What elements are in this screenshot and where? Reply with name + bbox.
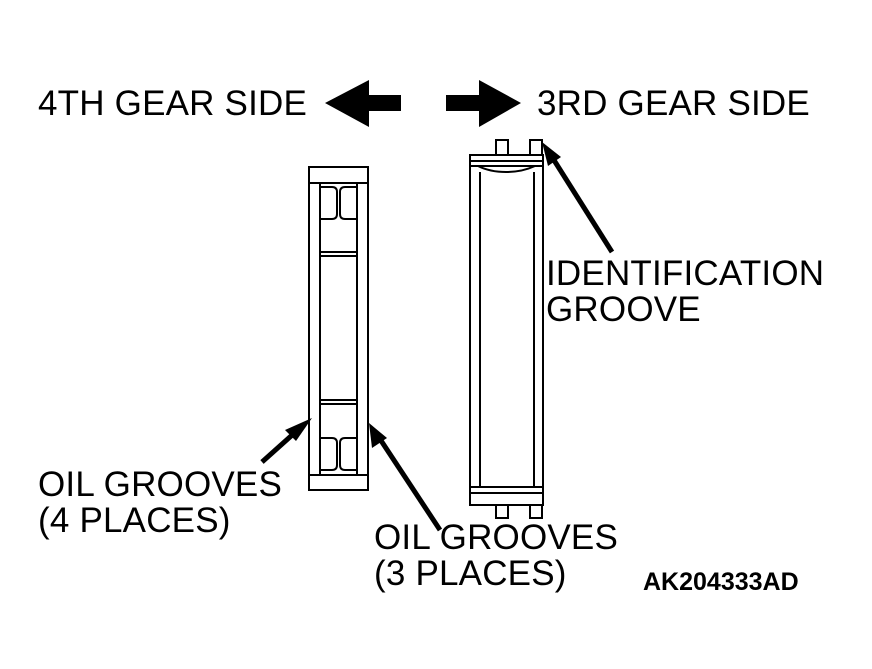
leader-oil-grooves-left: [260, 418, 312, 464]
fourth-gear-side-label: 4TH GEAR SIDE: [38, 84, 308, 123]
arrow-right-icon: [446, 80, 521, 127]
arrow-left-icon: [325, 80, 401, 127]
left-bearing: [308, 166, 369, 491]
identification-groove-line-1: IDENTIFICATION: [546, 254, 825, 293]
identification-groove-line-2: GROOVE: [546, 290, 701, 329]
oil-grooves-3-places-label: OIL GROOVES (3 PLACES): [374, 520, 618, 592]
leader-identification-groove: [542, 142, 615, 254]
right-bearing: [469, 139, 544, 519]
oil-grooves-right-line-2: (3 PLACES): [374, 554, 567, 593]
leader-oil-grooves-right: [369, 423, 443, 532]
figure-code: AK204333AD: [643, 568, 799, 596]
identification-groove-label: IDENTIFICATION GROOVE: [546, 256, 824, 328]
oil-grooves-4-places-label: OIL GROOVES (4 PLACES): [38, 467, 282, 539]
oil-grooves-left-line-2: (4 PLACES): [38, 501, 231, 540]
oil-grooves-left-line-1: OIL GROOVES: [38, 465, 283, 504]
third-gear-side-label: 3RD GEAR SIDE: [537, 84, 810, 123]
oil-grooves-right-line-1: OIL GROOVES: [374, 518, 619, 557]
